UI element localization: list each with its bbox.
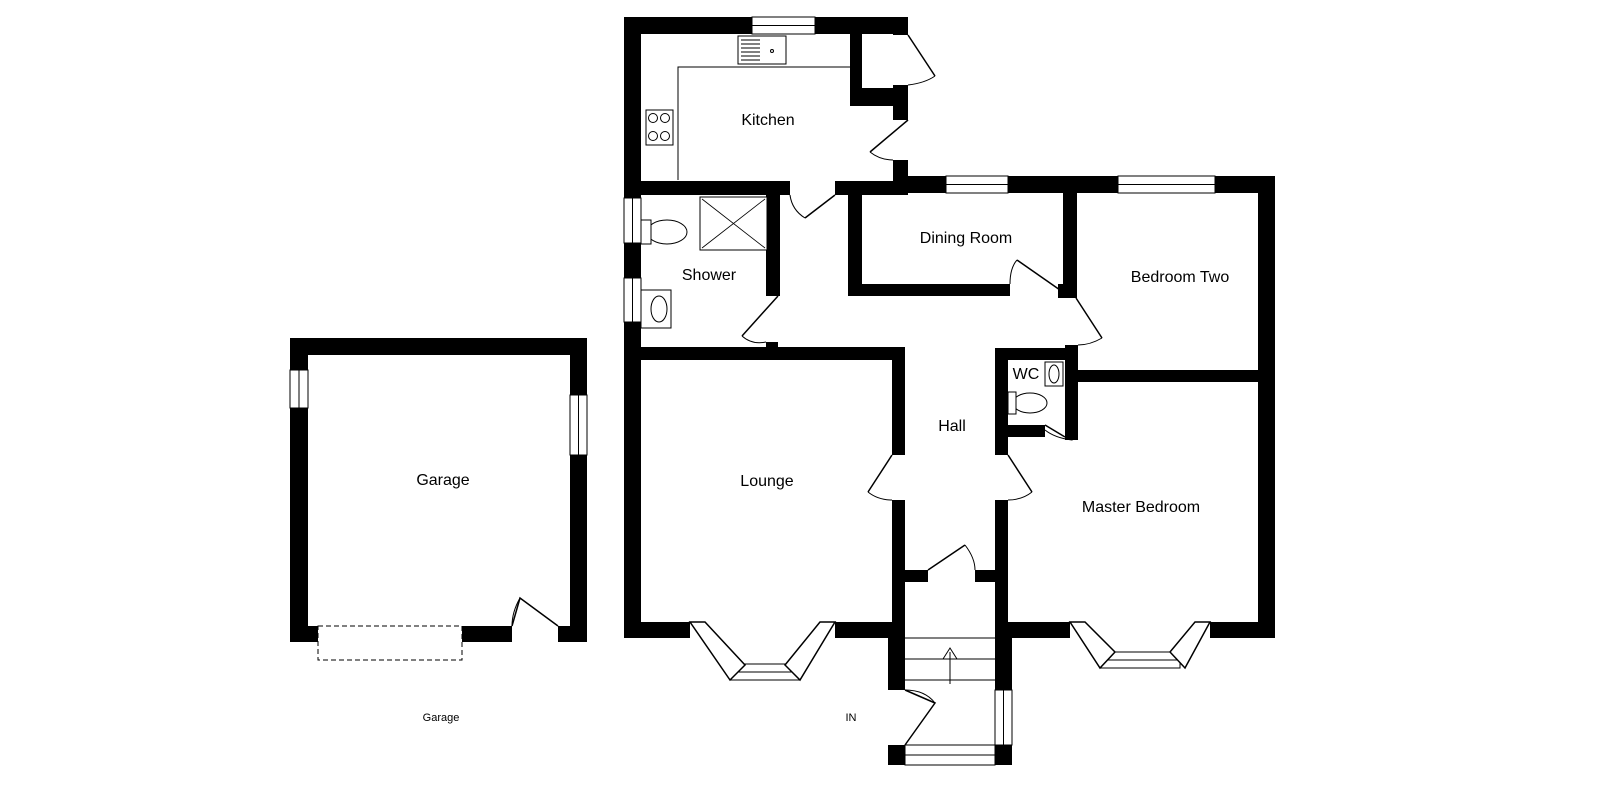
door-swing-arc [904,689,936,704]
hob-burner [660,131,670,141]
wall [624,243,641,278]
wall [1008,425,1045,437]
door-leaf [869,119,909,153]
wall [888,622,905,690]
room-label-bedroom-two: Bedroom Two [1130,269,1230,286]
wall [624,322,641,638]
wall [570,455,587,642]
door-leaf [927,544,966,571]
room-label-lounge: Lounge [740,473,794,490]
bay-window [1168,621,1212,670]
door-swing-arc [789,194,806,219]
wall [848,284,1010,296]
room-label-wc: WC [1012,366,1040,383]
wall [570,338,587,395]
wall [995,745,1012,765]
room-label-dining-room: Dining Room [919,230,1013,247]
wall [835,622,905,638]
toilet [646,219,688,245]
wall [1210,622,1275,638]
hob-burner [660,113,670,123]
wall [624,622,690,638]
door-leaf [804,194,836,219]
basin-bowl [650,295,668,323]
wall [1008,176,1118,193]
door-swing-arc [867,491,893,501]
wall [290,338,308,370]
wall [1258,176,1275,638]
door-leaf [1016,259,1061,291]
door-leaf [741,295,779,337]
up-arrow-icon [942,647,958,684]
wc-basin [1044,361,1064,387]
sink [737,35,787,65]
door-swing-arc [869,151,894,161]
wall [995,500,1008,638]
room-label-master-bedroom: Master Bedroom [1081,499,1201,516]
wall [624,17,752,34]
wall [888,745,905,765]
wall [995,348,1008,455]
room-label-garage: Garage [416,472,470,489]
door-swing-arc [1007,491,1033,501]
door-swing-arc [511,597,521,627]
wall [1008,622,1070,638]
wall [893,17,908,35]
wall [893,85,908,120]
wc-toilet [1012,392,1048,414]
door-swing-arc [964,544,976,571]
door-swing-arc [1077,337,1103,346]
garage-door [317,625,463,661]
wall [975,570,995,582]
wall [905,570,928,582]
shower-tray-lines [701,198,766,249]
toilet-cistern [640,219,652,245]
bay-window [688,621,747,682]
wall [462,626,512,642]
wall [995,622,1012,690]
wall [892,500,905,622]
wall [892,347,905,455]
door-swing-arc [1044,394,1073,441]
sink-drain [770,49,774,53]
wall [835,181,908,195]
wall [995,348,1078,360]
wall [1063,193,1077,298]
wall [290,626,318,642]
wall [624,17,641,198]
caption-entrance: IN [845,712,857,724]
wall [1065,345,1078,440]
wc-cistern [1007,391,1017,415]
door-swing-arc [907,75,936,86]
wall [1058,284,1076,298]
wall [624,181,790,195]
bay-window [1068,621,1117,670]
wall [1078,370,1258,382]
door-leaf [1007,454,1033,493]
hob-burner [648,113,658,123]
door-leaf [1075,297,1103,339]
room-label-kitchen: Kitchen [741,112,795,129]
wall [848,193,862,296]
door-leaf [867,454,893,493]
bay-window [783,621,837,682]
room-label-shower: Shower [681,267,737,284]
door-swing-arc [1009,259,1018,285]
door-leaf [907,34,936,77]
wall [558,626,587,642]
wall [290,338,587,355]
room-label-hall: Hall [938,418,966,435]
worktop [677,66,850,180]
door-swing-arc [741,335,767,344]
caption-garage: Garage [422,712,460,724]
door-leaf [1044,424,1066,438]
wall [766,195,780,296]
wall [290,408,308,642]
hob-burner [648,131,658,141]
wall [641,347,905,360]
door-leaf [511,596,559,627]
wall [893,176,946,193]
wc-basin-bowl [1048,364,1060,384]
wall [815,17,908,34]
